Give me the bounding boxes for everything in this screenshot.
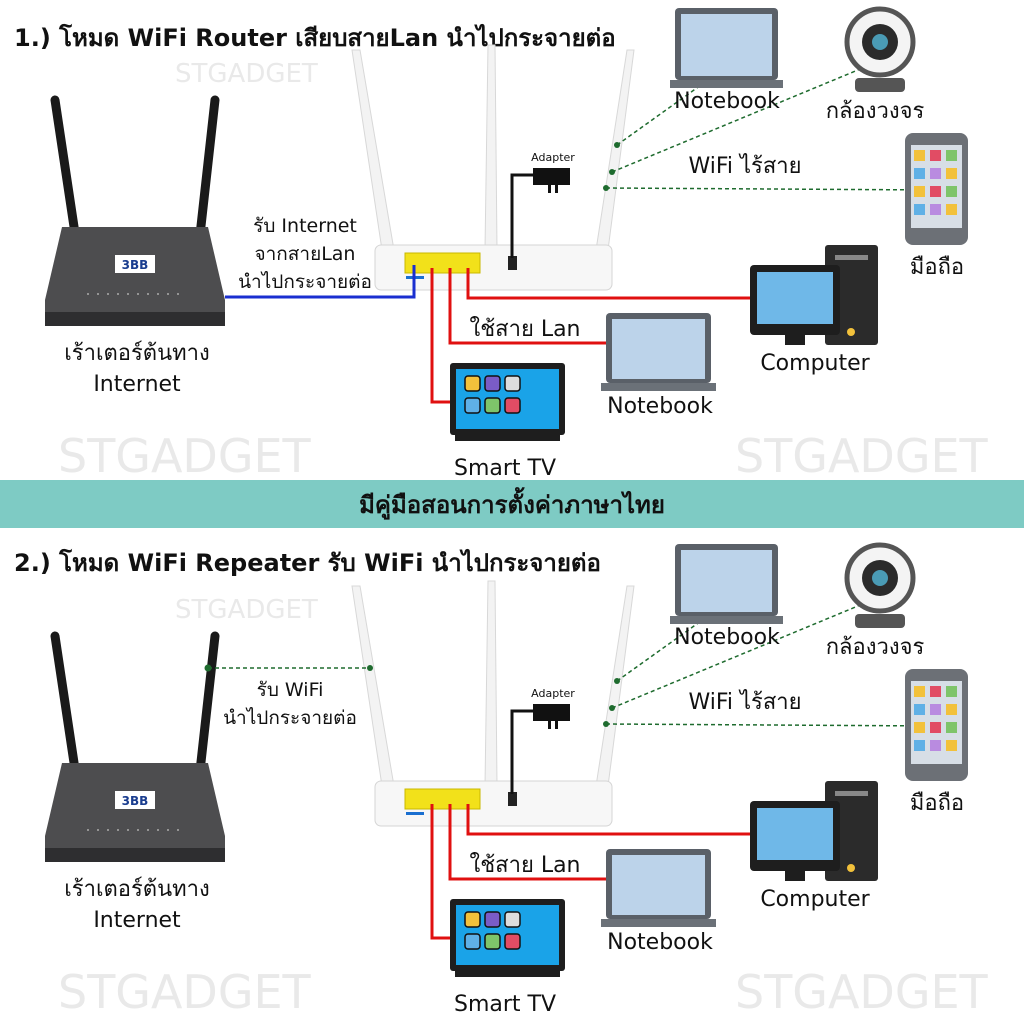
isp-logo: 3BB bbox=[122, 794, 149, 808]
camera-icon bbox=[844, 542, 916, 628]
isp-router-label: เร้าเตอร์ต้นทาง bbox=[64, 877, 209, 902]
lan-cable bbox=[466, 268, 752, 300]
lan-cable bbox=[448, 804, 606, 881]
notebook-icon bbox=[670, 544, 783, 624]
watermark: STGADGET bbox=[735, 965, 989, 1019]
notebook-icon bbox=[670, 8, 783, 88]
link-label: จากสายLan bbox=[255, 243, 356, 265]
lan-cable bbox=[430, 268, 451, 404]
smart-tv-label: Smart TV bbox=[454, 456, 556, 481]
notebook-lan-icon bbox=[601, 313, 716, 391]
watermark: STGADGET bbox=[58, 965, 312, 1019]
isp-router-sublabel: Internet bbox=[93, 372, 181, 397]
watermark: STGADGET bbox=[58, 429, 312, 483]
link-label: รับ Internet bbox=[253, 215, 357, 237]
link-label: รับ WiFi bbox=[257, 679, 324, 701]
lan-cable bbox=[466, 804, 752, 836]
wifi-router-icon bbox=[351, 580, 635, 827]
internet-cable bbox=[225, 265, 416, 299]
lan-label: ใช้สาย Lan bbox=[469, 852, 580, 878]
link-label: นำไปกระจายต่อ bbox=[238, 271, 372, 293]
phone-label: มือถือ bbox=[910, 791, 964, 816]
camera-icon bbox=[844, 6, 916, 92]
camera-label: กล้องวงจร bbox=[826, 99, 925, 124]
isp-logo: 3BB bbox=[122, 258, 149, 272]
camera-label: กล้องวงจร bbox=[826, 635, 925, 660]
adapter-label: Adapter bbox=[531, 151, 575, 164]
smart-tv-label: Smart TV bbox=[454, 992, 556, 1017]
lan-cable bbox=[448, 268, 606, 345]
section-1: STGADGET STGADGET STGADGET 1.) โหมด WiFi Ro… bbox=[14, 6, 989, 483]
watermark: STGADGET bbox=[735, 429, 989, 483]
section-title: 1.) โหมด WiFi Router เสียบสายLan นำไปกระ… bbox=[14, 23, 616, 52]
isp-router-sublabel: Internet bbox=[93, 908, 181, 933]
notebook-label: Notebook bbox=[674, 625, 780, 650]
adapter-icon bbox=[533, 168, 570, 185]
computer-label: Computer bbox=[760, 887, 870, 912]
section-2: STGADGET STGADGET STGADGET 2.) โหมด WiFi Re… bbox=[14, 542, 989, 1019]
notebook-lan-label: Notebook bbox=[607, 930, 713, 955]
wifi-link bbox=[605, 187, 936, 191]
section-title: 2.) โหมด WiFi Repeater รับ WiFi นำไปกระจ… bbox=[14, 548, 601, 577]
notebook-label: Notebook bbox=[674, 89, 780, 114]
lan-label: ใช้สาย Lan bbox=[469, 316, 580, 342]
adapter-label: Adapter bbox=[531, 687, 575, 700]
wifi-label: WiFi ไร้สาย bbox=[688, 689, 801, 715]
smart-tv-icon bbox=[450, 899, 565, 977]
isp-router-label: เร้าเตอร์ต้นทาง bbox=[64, 341, 209, 366]
notebook-lan-icon bbox=[601, 849, 716, 927]
phone-icon bbox=[905, 669, 968, 781]
smart-tv-icon bbox=[450, 363, 565, 441]
computer-icon bbox=[750, 781, 878, 881]
isp-router-icon: 3BB bbox=[45, 631, 225, 862]
link-label: นำไปกระจายต่อ bbox=[223, 707, 357, 729]
notebook-lan-label: Notebook bbox=[607, 394, 713, 419]
adapter-icon bbox=[533, 704, 570, 721]
banner-text: มีคู่มือสอนการตั้งค่าภาษาไทย bbox=[359, 486, 665, 520]
computer-icon bbox=[750, 245, 878, 345]
watermark: STGADGET bbox=[175, 59, 318, 89]
isp-router-icon: 3BB bbox=[45, 95, 225, 326]
phone-icon bbox=[905, 133, 968, 245]
watermark: STGADGET bbox=[175, 595, 318, 625]
lan-cable bbox=[430, 804, 451, 940]
wifi-label: WiFi ไร้สาย bbox=[688, 153, 801, 179]
banner bbox=[0, 480, 1024, 528]
phone-label: มือถือ bbox=[910, 255, 964, 280]
wifi-router-icon bbox=[351, 44, 635, 291]
wifi-link bbox=[605, 723, 936, 727]
computer-label: Computer bbox=[760, 351, 870, 376]
